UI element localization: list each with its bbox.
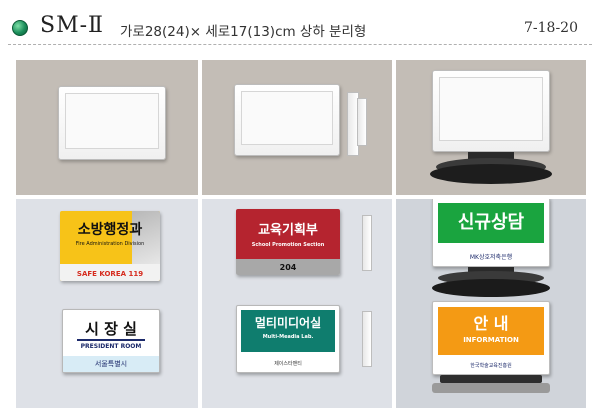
sign-subtitle: Multi-Meadia Lab. xyxy=(262,334,314,340)
sign-subtitle: PRESIDENT ROOM xyxy=(80,343,142,350)
sign-subtitle: Fire Administration Division xyxy=(75,241,145,247)
blank-plate xyxy=(58,86,166,160)
sign-color-panel xyxy=(236,209,340,259)
sign-color-panel xyxy=(438,307,544,355)
product-code: 7-18-20 xyxy=(524,20,578,36)
sign-new-consulting: 신규상담 MK상호저축은행 xyxy=(432,199,550,267)
sign-title: 교육기획부 xyxy=(258,223,318,238)
cell-flag-signs: 교육기획부 School Promotion Section 204 멀티미디어… xyxy=(202,199,392,408)
sign-president-room: 시 장 실 PRESIDENT ROOM 서울특별시 xyxy=(62,309,160,373)
green-bullet-icon xyxy=(12,20,28,36)
sign-room-number: 204 xyxy=(279,263,297,272)
cell-blank-desk-stand xyxy=(396,60,586,195)
sign-title: 신규상담 xyxy=(457,212,525,233)
cell-blank-flag-plate xyxy=(202,60,392,195)
sign-footer: SAFE KOREA 119 xyxy=(76,270,144,278)
sign-footer: 제이스타맨티 xyxy=(274,361,302,367)
model-name: SM-Ⅱ xyxy=(40,13,104,38)
sign-title: 소방행정과 xyxy=(77,222,143,238)
sign-decor-corner xyxy=(132,211,160,267)
blank-flag-plate xyxy=(234,84,340,156)
sign-fire-administration: 소방행정과 Fire Administration Division SAFE … xyxy=(60,211,160,281)
header-divider xyxy=(8,44,592,45)
stand-base xyxy=(430,164,552,184)
sign-education-planning: 교육기획부 School Promotion Section 204 xyxy=(236,209,340,275)
sign-color-panel xyxy=(241,310,335,352)
sign-subtitle: INFORMATION xyxy=(463,336,519,344)
page-header: SM-Ⅱ 가로28(24)× 세로17(13)cm 상하 분리형 7-18-20 xyxy=(0,0,600,48)
cell-blank-wall-plate xyxy=(16,60,198,195)
blank-flag-plate-window xyxy=(241,91,333,145)
sign-room-band xyxy=(236,259,340,275)
sign-footer: 서울특별시 xyxy=(94,360,128,368)
sign-footer: MK상호저축은행 xyxy=(469,254,513,261)
blank-desk-plate xyxy=(432,70,550,152)
sign-footer: 한국학술교육진흥원 xyxy=(470,363,512,369)
stand-plinth xyxy=(432,383,550,393)
sign-underline xyxy=(77,339,145,341)
blank-desk-plate-window xyxy=(439,77,543,141)
sign-footer-band xyxy=(60,264,160,281)
wall-bracket xyxy=(362,311,372,367)
sign-subtitle: School Promotion Section xyxy=(251,242,325,248)
sign-title: 시 장 실 xyxy=(85,320,137,338)
stand-foot xyxy=(440,375,542,383)
dimensions-text: 가로28(24)× 세로17(13)cm 상하 분리형 xyxy=(120,24,367,40)
cell-desk-signs: 신규상담 MK상호저축은행 안 내 INFORMATION 한국학술교육진흥원 xyxy=(396,199,586,408)
sign-title: 멀티미디어실 xyxy=(254,316,322,330)
wall-mount-arm xyxy=(357,98,367,146)
sign-footer-band xyxy=(63,356,159,372)
stand-base xyxy=(432,279,550,297)
sign-multimedia-lab: 멀티미디어실 Multi-Meadia Lab. 제이스타맨티 xyxy=(236,305,340,373)
sign-information: 안 내 INFORMATION 한국학술교육진흥원 xyxy=(432,301,550,375)
cell-wall-signs: 소방행정과 Fire Administration Division SAFE … xyxy=(16,199,198,408)
sign-color-panel xyxy=(438,203,544,243)
wall-bracket xyxy=(362,215,372,271)
blank-plate-window xyxy=(65,93,159,149)
product-grid: 소방행정과 Fire Administration Division SAFE … xyxy=(16,60,586,408)
sign-title: 안 내 xyxy=(473,314,509,333)
